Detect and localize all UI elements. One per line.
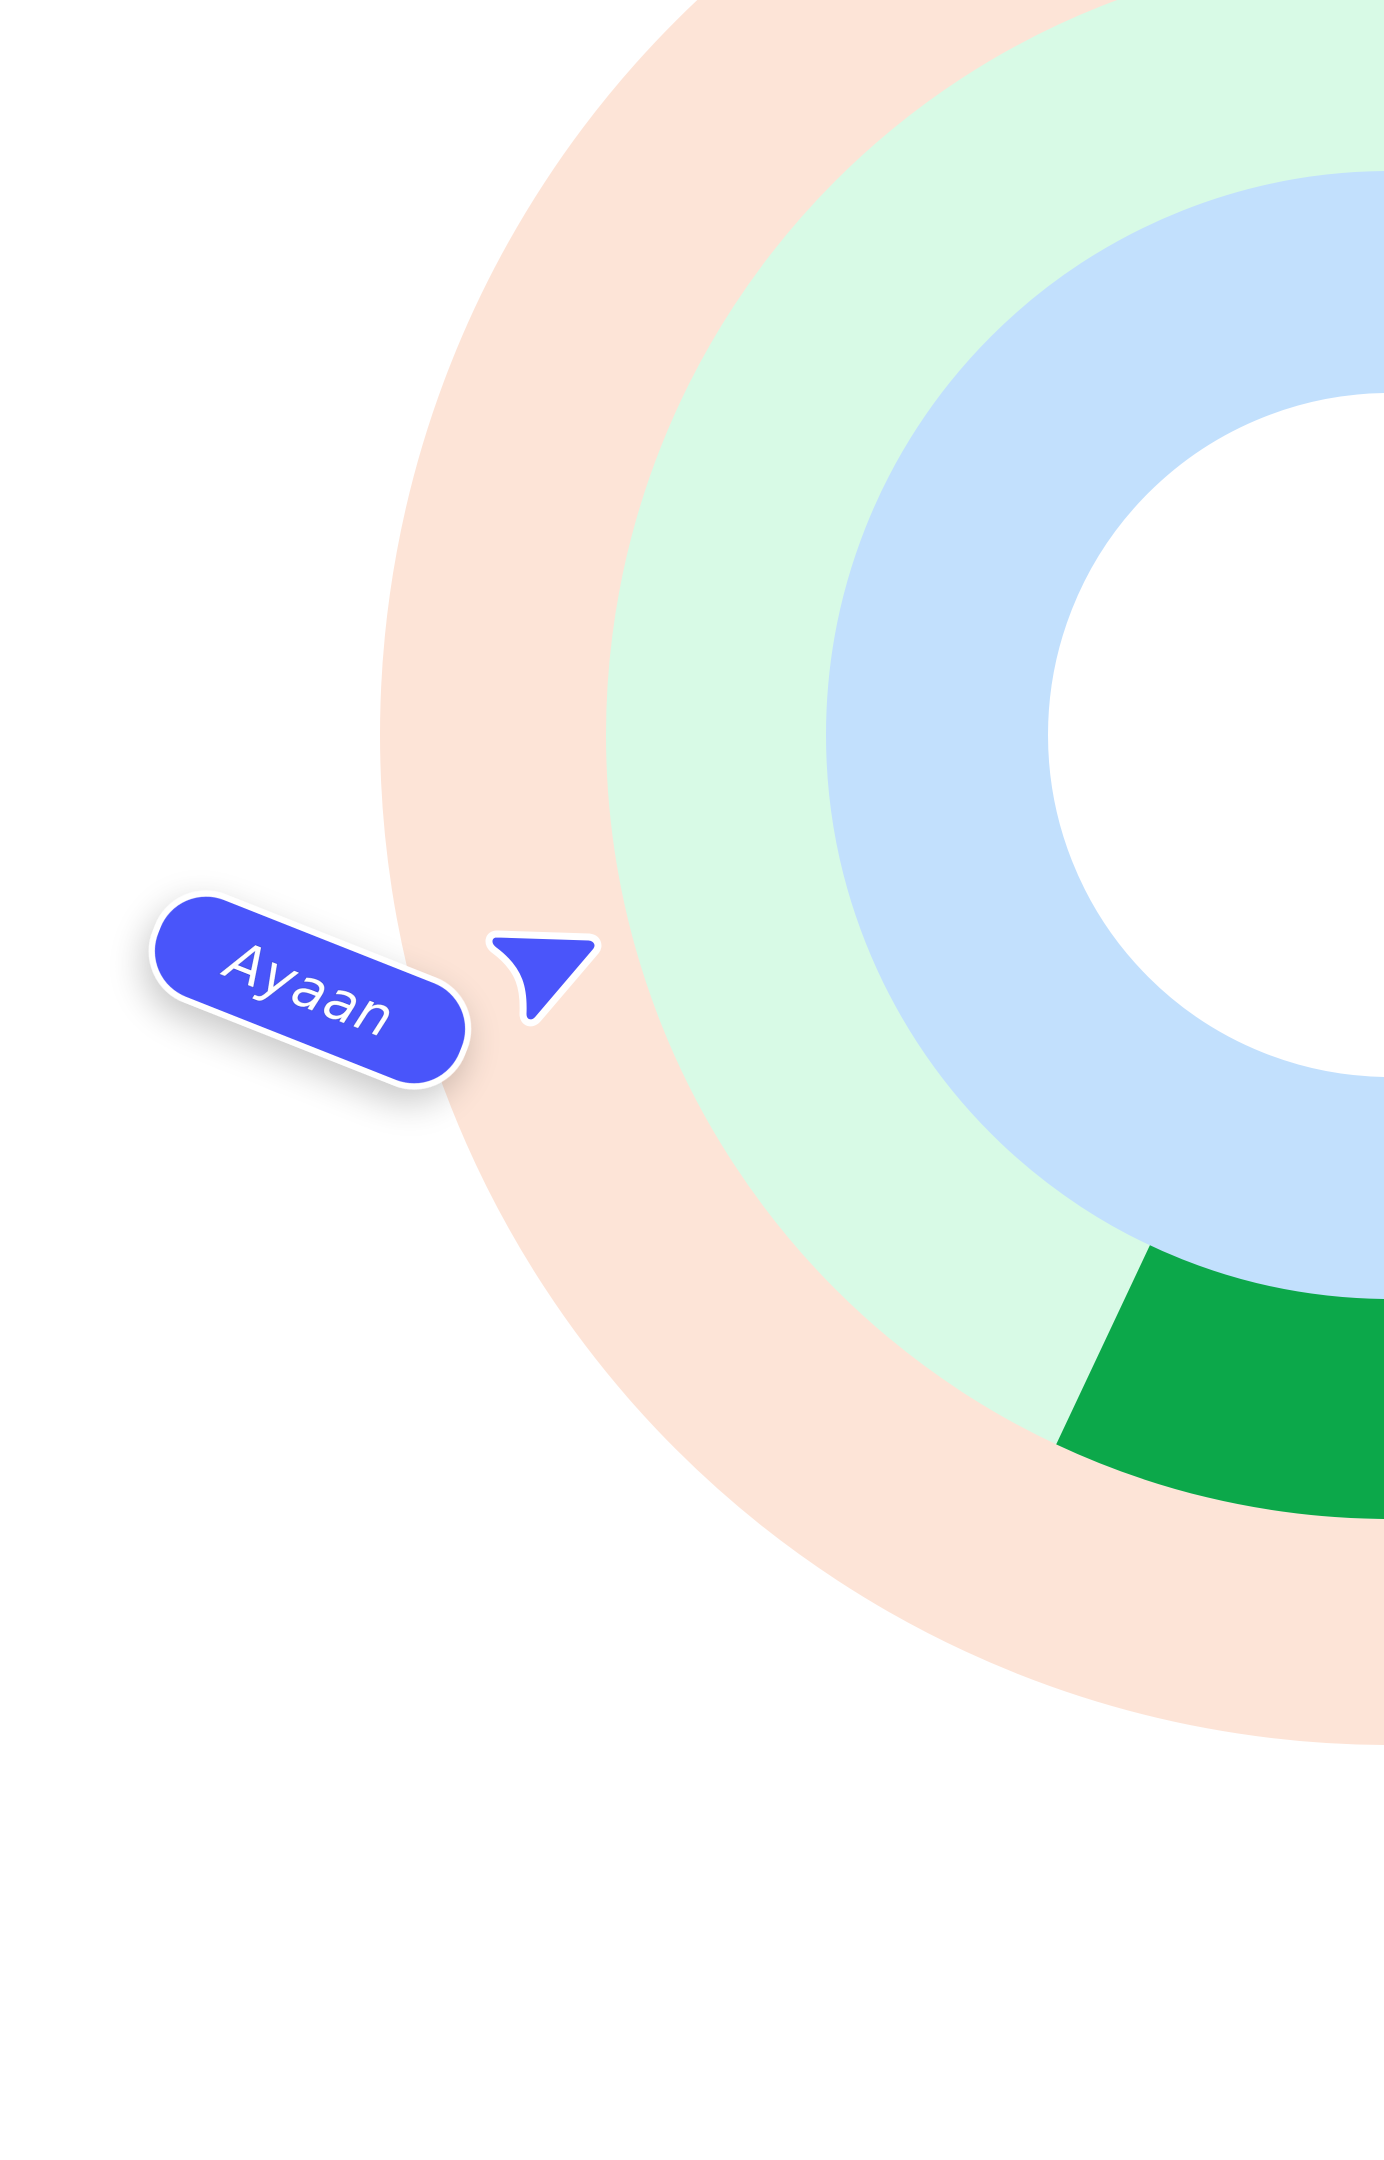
collaborator-cursor-icon: [485, 930, 602, 1027]
inner-ring-track: [826, 171, 1384, 1299]
middle-ring-track: [606, 0, 1384, 1519]
inner-ring: [826, 171, 1384, 1299]
middle-ring: [606, 0, 1384, 1519]
collaborator-name-tag-bg: [148, 890, 472, 1090]
outer-ring: [380, 0, 1384, 1745]
outer-ring-track: [380, 0, 1384, 1745]
